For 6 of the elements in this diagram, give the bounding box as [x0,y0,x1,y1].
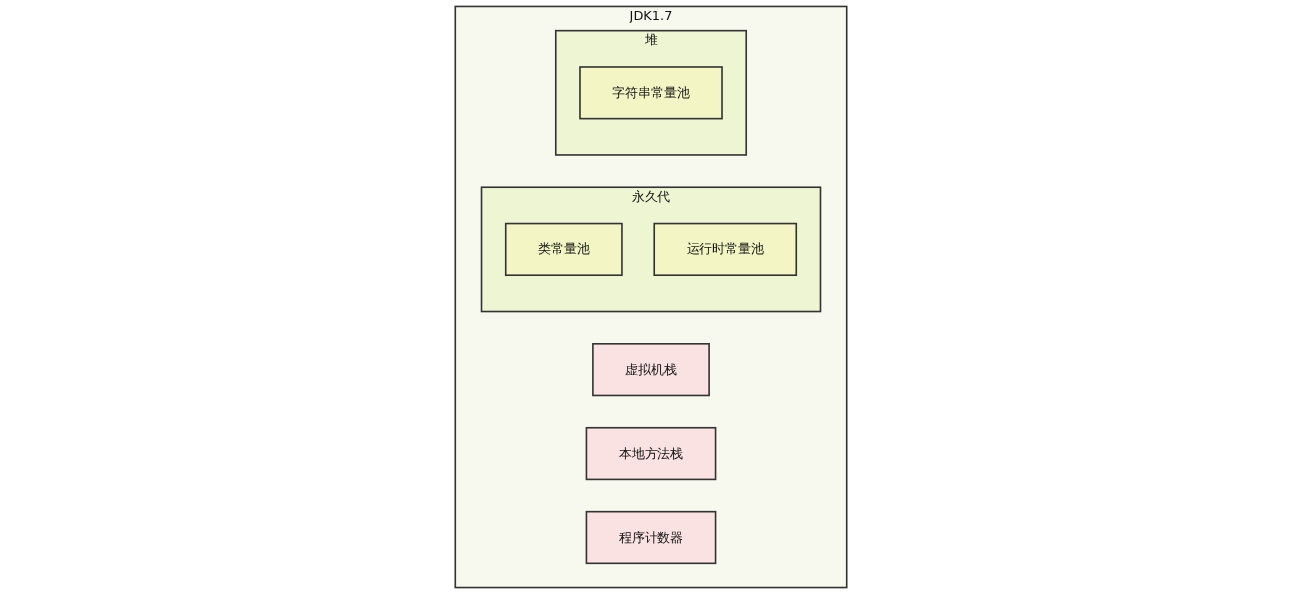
node-box: 运行时常量池 [653,222,798,276]
node-box: 类常量池 [504,222,623,276]
node-box: 程序计数器 [585,510,717,565]
node-box: 本地方法栈 [585,426,717,481]
node-box: 字符串常量池 [579,66,723,120]
node-box: 虚拟机栈 [592,343,710,397]
